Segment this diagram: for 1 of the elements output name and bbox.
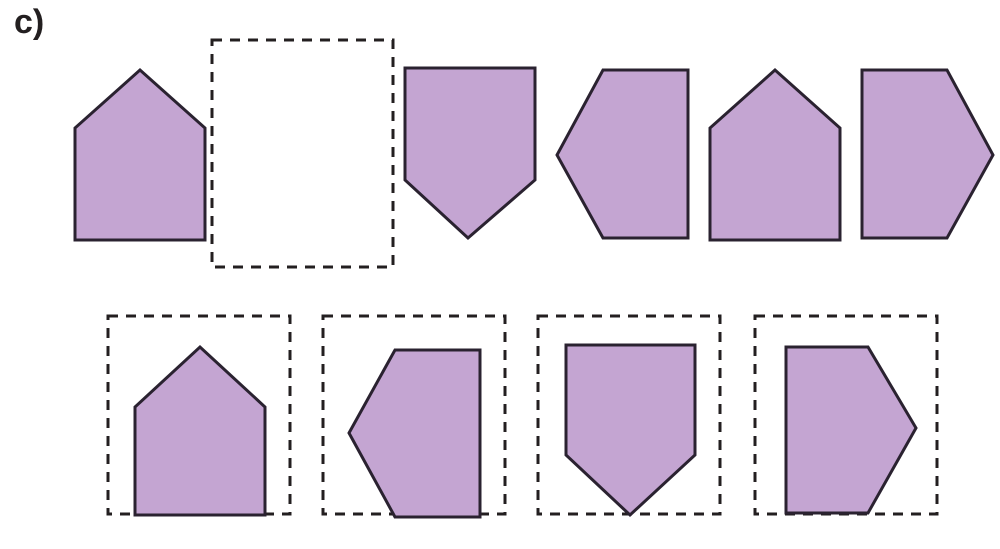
part-label: c) <box>14 2 44 42</box>
